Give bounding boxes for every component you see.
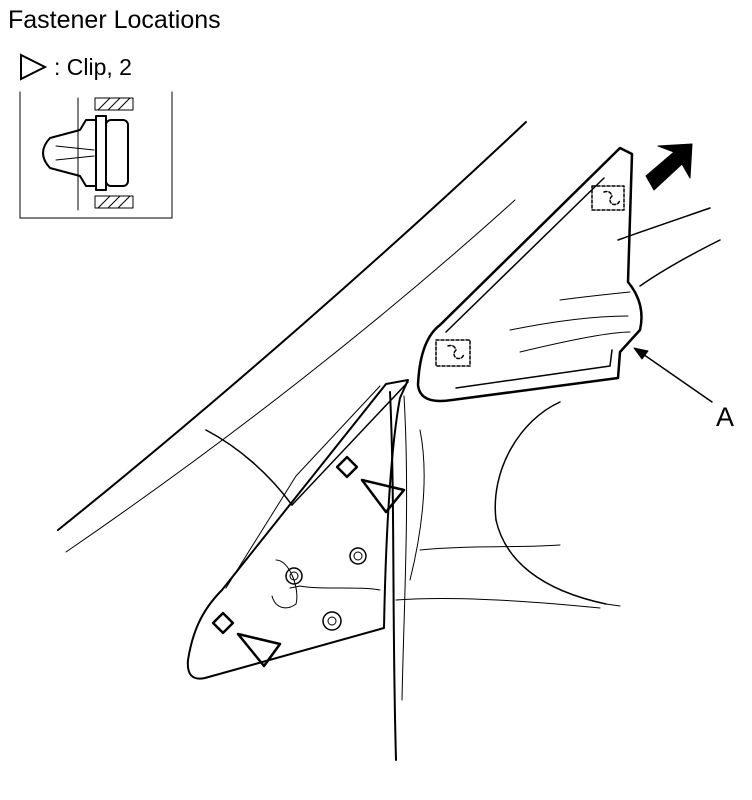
panel-hatching xyxy=(77,97,134,211)
callout-label-a: A xyxy=(716,402,735,432)
center-seam xyxy=(389,391,408,761)
door-panel xyxy=(395,207,721,609)
callout-a-leader xyxy=(633,347,713,403)
legend-text: : Clip, 2 xyxy=(54,54,132,80)
legend: : Clip, 2 xyxy=(18,50,132,84)
clip-shape xyxy=(42,119,97,187)
hidden-clip-lower xyxy=(435,339,471,367)
mirror-garnish-part-a xyxy=(416,146,643,403)
pillar-outline xyxy=(57,121,527,553)
clip-marker-lower xyxy=(211,611,282,668)
triangle-clip-icon xyxy=(20,53,48,81)
diagram-title: Fastener Locations xyxy=(8,6,221,34)
clip-marker-upper xyxy=(335,455,406,514)
clip-detail-inset xyxy=(19,91,173,219)
removal-direction-arrow xyxy=(645,143,693,191)
hidden-clip-upper xyxy=(591,185,625,211)
lower-trim-panel xyxy=(186,379,409,680)
